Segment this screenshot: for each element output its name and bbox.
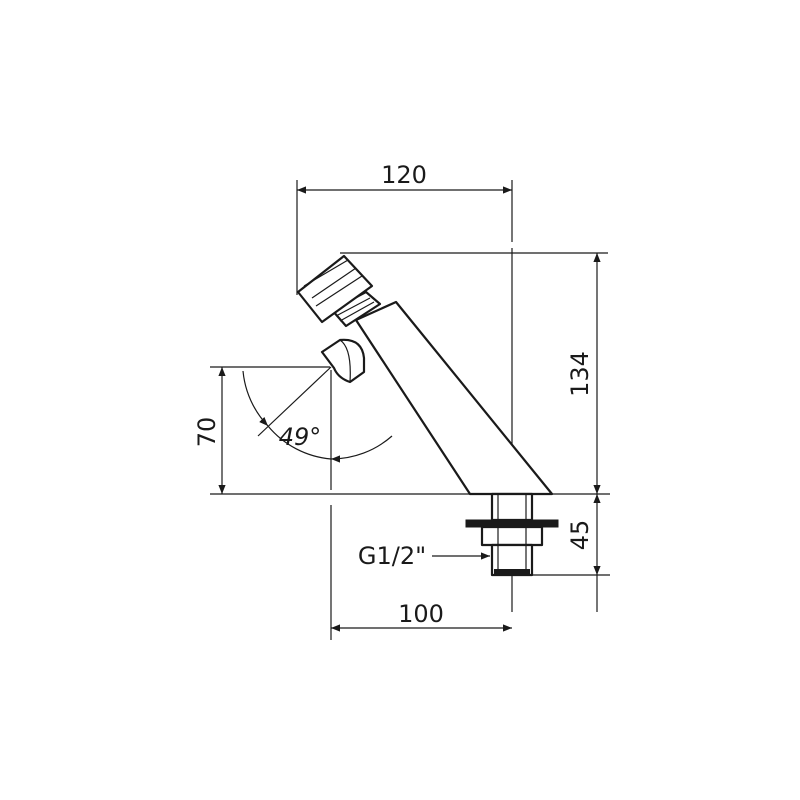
faucet-body bbox=[296, 254, 554, 496]
dimension-70: 70 bbox=[193, 367, 226, 494]
dimension-134-label: 134 bbox=[566, 351, 594, 397]
dimension-120-label: 120 bbox=[381, 161, 427, 189]
angle-label: 49° bbox=[279, 423, 322, 451]
dimension-45-label: 45 bbox=[566, 520, 594, 551]
extension-lines bbox=[210, 180, 610, 640]
thread-label: G1/2" bbox=[358, 542, 426, 570]
dimension-70-label: 70 bbox=[193, 417, 221, 448]
thread-callout: G1/2" bbox=[358, 542, 490, 570]
dimension-45: 45 bbox=[566, 494, 601, 612]
dimension-100-label: 100 bbox=[398, 600, 444, 628]
dimension-angle-49: 49° bbox=[242, 366, 393, 463]
mounting-shank bbox=[465, 492, 559, 577]
dimension-100: 100 bbox=[331, 600, 512, 632]
dimension-134: 134 bbox=[566, 253, 601, 494]
dimension-120: 120 bbox=[297, 161, 512, 194]
